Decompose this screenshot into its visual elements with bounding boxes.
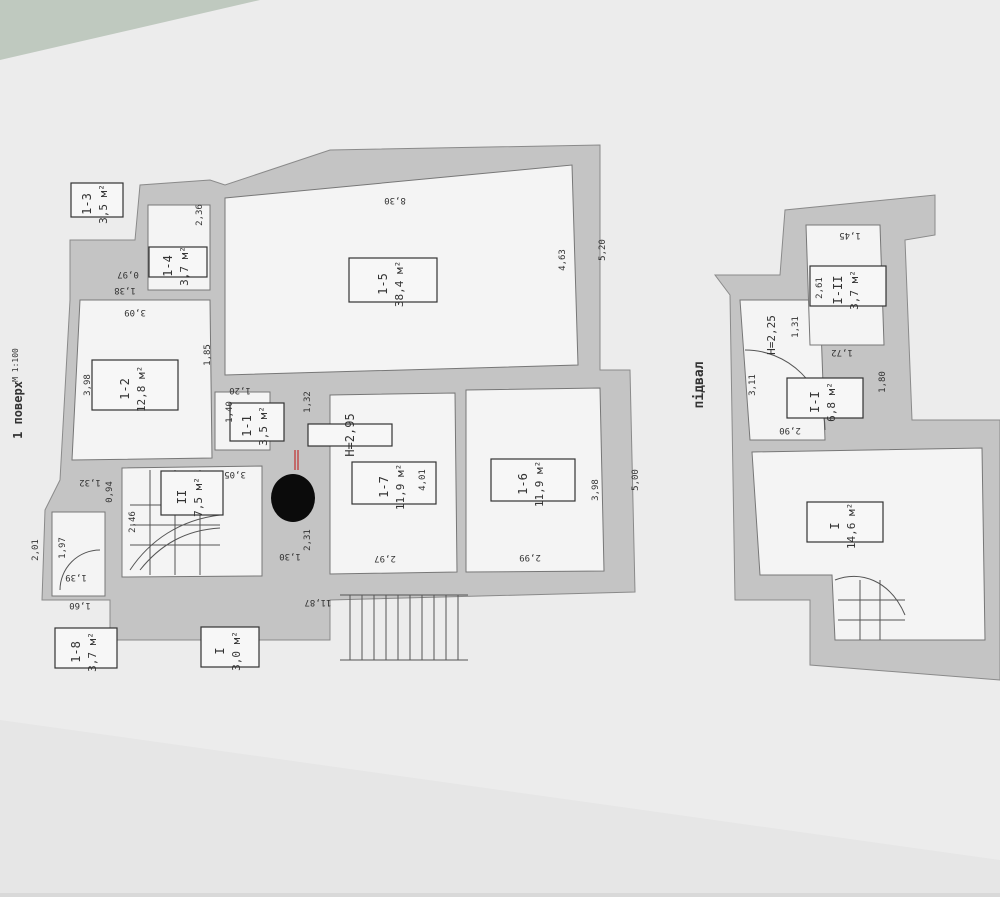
room-id: 1-7: [377, 476, 391, 498]
room-label-box: [806, 501, 884, 543]
dimension-label: 1,31: [791, 316, 801, 338]
room-area: 38,4 м²: [393, 261, 406, 307]
height-main: Н=2,95: [343, 413, 357, 456]
room-label-box: [229, 402, 285, 442]
room-label-box: [200, 626, 260, 668]
room-label-box: [70, 182, 124, 218]
room-label-box: [351, 461, 437, 505]
room-id: I: [213, 647, 227, 654]
room-id: I-II: [831, 276, 845, 305]
dimension-label: 1,32: [79, 477, 101, 487]
dimension-label: 1,38: [114, 285, 136, 295]
room-label-box: [490, 458, 576, 502]
room-id: 1-3: [80, 193, 94, 215]
room-label-box: [148, 246, 208, 278]
room-label-box: [160, 470, 224, 516]
dimension-label: 1,40: [225, 401, 235, 423]
room-id: 1-5: [376, 273, 390, 295]
dimension-label: 0,94: [105, 481, 115, 503]
room-area: 3,7 м²: [848, 270, 861, 310]
dimension-label: 3,11: [748, 374, 758, 396]
dimension-label: 1,80: [878, 371, 888, 393]
room-label-box: [54, 627, 118, 669]
dimension-label: 2,01: [31, 539, 41, 561]
room-id: I: [828, 522, 842, 529]
room-area: 11,9 м²: [394, 464, 407, 510]
dimension-label: 2,97: [374, 553, 396, 563]
room-id: I-I: [808, 391, 822, 413]
room-id: 1-4: [161, 255, 175, 277]
dimension-label: 4,63: [558, 249, 568, 271]
corner-shadow: [0, 0, 260, 60]
dimension-label: 1,60: [69, 600, 91, 610]
dimension-label: 3,98: [83, 374, 93, 396]
first-floor-plan: [41, 144, 636, 661]
dimension-label: 2,61: [815, 277, 825, 299]
dimension-label: 1,39: [65, 572, 87, 582]
dimension-label: 8,30: [384, 195, 406, 205]
room-area: 12,8 м²: [135, 366, 148, 412]
room-area: 6,8 м²: [825, 382, 838, 422]
dimension-label: 5,00: [631, 469, 641, 491]
sheet-scale: М 1:100: [11, 348, 20, 382]
room-label-box: [91, 359, 179, 411]
dimension-label: 2,46: [128, 511, 138, 533]
dimension-label: 1,32: [303, 391, 313, 413]
height-basement: Н=2,25: [765, 315, 778, 355]
dimension-label: 5,20: [598, 239, 608, 261]
dimension-label: 2,90: [779, 425, 801, 435]
room-area: 7,5 м²: [192, 477, 205, 517]
dimension-label: 2,31: [303, 529, 313, 551]
dimension-label: 1,45: [839, 230, 861, 240]
dimension-label: 1,72: [831, 347, 853, 357]
room-area: 3,0 м²: [230, 631, 243, 671]
room-area: 3,7 м²: [178, 246, 191, 286]
room-label-box: [348, 257, 438, 303]
room-id: 1-8: [69, 641, 83, 663]
dimension-label: 1,97: [58, 537, 68, 559]
basement-title: підвал: [692, 361, 707, 408]
dimension-label: 0,97: [117, 269, 139, 279]
room-area: 14,6 м²: [845, 503, 858, 549]
dimension-label: 4,01: [418, 469, 428, 491]
dimension-label: 3,98: [591, 479, 601, 501]
dimension-label: 1,85: [203, 344, 213, 366]
height-box: [307, 423, 393, 447]
redaction-blot: [271, 474, 315, 522]
room-id: 1-1: [240, 415, 254, 437]
dimension-label: 11,87: [304, 597, 331, 607]
dimension-label: 1,30: [279, 551, 301, 561]
dimension-label: 2,36: [195, 204, 205, 226]
room-label-box: [786, 377, 864, 419]
room-id: II: [175, 490, 189, 504]
dimension-label: 2,99: [519, 552, 541, 562]
room-id: 1-6: [516, 473, 530, 495]
dimension-label: 3,05: [224, 469, 246, 479]
room-label-box: [809, 265, 887, 307]
room-area: 11,9 м²: [533, 461, 546, 507]
dimension-label: 1,20: [229, 385, 251, 395]
dimension-label: 3,09: [124, 307, 146, 317]
room-area: 3,5 м²: [97, 184, 110, 224]
floor-title: 1 поверх: [11, 381, 25, 439]
room-id: 1-2: [118, 378, 132, 400]
room-area: 3,7 м²: [86, 632, 99, 672]
room-area: 3,5 м²: [257, 406, 270, 446]
